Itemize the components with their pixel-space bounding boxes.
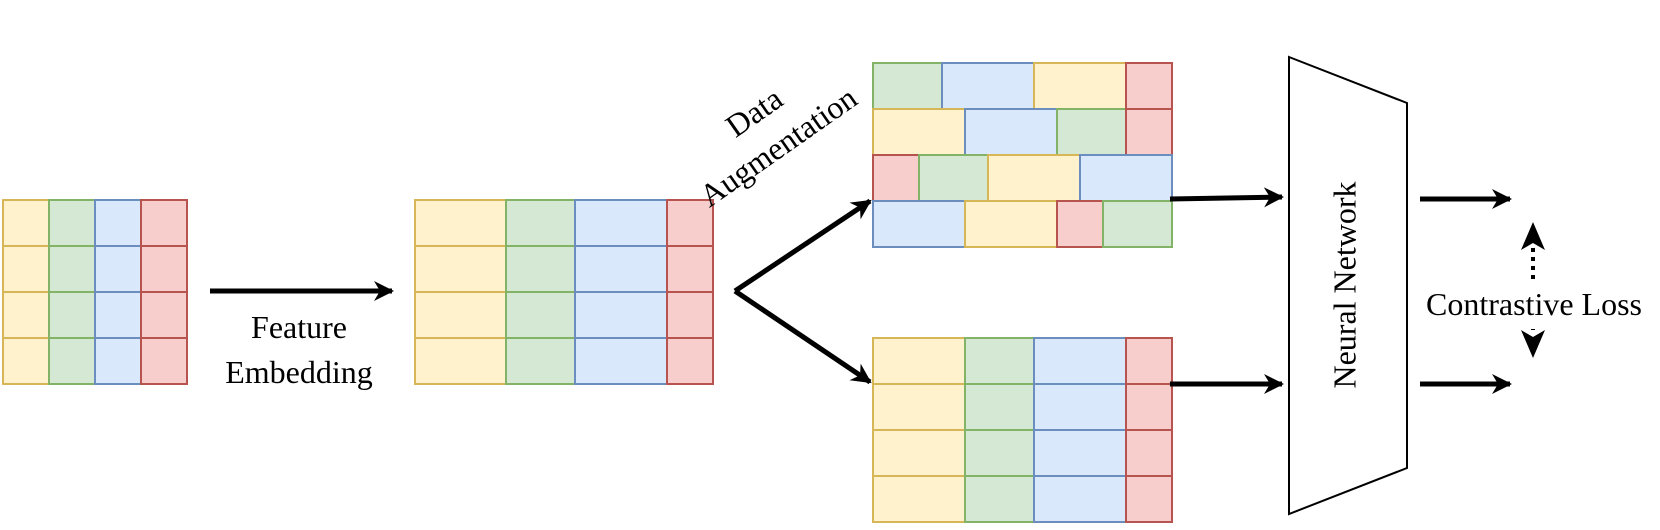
contrastive-arrowhead-up xyxy=(1521,222,1545,250)
embedded-table-cell xyxy=(414,291,507,339)
augmented-table-cell xyxy=(964,200,1058,248)
raw-table-cell xyxy=(48,199,96,247)
raw-table-cell xyxy=(94,291,142,339)
original-view-table-cell xyxy=(1033,429,1127,477)
raw-table-cell xyxy=(2,199,50,247)
original-view-table-cell xyxy=(964,475,1035,523)
raw-table-cell xyxy=(140,291,188,339)
augmented-table-cell xyxy=(987,154,1081,202)
original-view-table-cell xyxy=(872,429,966,477)
raw-table-cell xyxy=(48,291,96,339)
raw-table xyxy=(2,199,188,385)
raw-table-cell xyxy=(48,337,96,385)
augmented-to-network-arrow xyxy=(1169,187,1284,208)
augmented-table-cell xyxy=(872,108,966,156)
embedded-table-cell xyxy=(505,245,576,293)
original-view-table-cell xyxy=(964,337,1035,385)
contrastive-loss-label-bg xyxy=(1410,282,1658,326)
embedded-table xyxy=(414,199,714,385)
embedded-table-cell xyxy=(414,199,507,247)
embedded-table-cell xyxy=(666,337,714,385)
original-view-table-cell xyxy=(1125,337,1173,385)
embedded-table-cell xyxy=(414,337,507,385)
contrastive-arrowhead-down xyxy=(1521,330,1545,358)
augmented-table-cell xyxy=(1056,108,1127,156)
original-view-table-cell xyxy=(872,383,966,431)
embedded-table-cell xyxy=(666,245,714,293)
augmented-table-cell xyxy=(1125,62,1173,110)
original-view-table-cell xyxy=(964,383,1035,431)
embedded-table-cell xyxy=(574,291,668,339)
augmented-table xyxy=(872,62,1173,248)
raw-table-cell xyxy=(2,337,50,385)
raw-table-cell xyxy=(94,245,142,293)
augmented-table-cell xyxy=(872,62,943,110)
contrastive-loss-label: Contrastive Loss xyxy=(1426,286,1642,322)
raw-table-cell xyxy=(140,337,188,385)
raw-table-cell xyxy=(94,199,142,247)
embedded-table-cell xyxy=(666,199,714,247)
embedded-table-cell xyxy=(574,245,668,293)
embedded-table-cell xyxy=(574,199,668,247)
augment-arrow-down xyxy=(733,288,872,385)
raw-table-cell xyxy=(94,337,142,385)
augmented-table-cell xyxy=(1033,62,1127,110)
augmented-table-cell xyxy=(964,108,1058,156)
neural-network-block xyxy=(1288,55,1408,516)
raw-table-cell xyxy=(140,199,188,247)
embedded-table-cell xyxy=(505,337,576,385)
augmented-table-cell xyxy=(1125,108,1173,156)
neural-network-label: Neural Network xyxy=(1326,181,1362,388)
augmented-table-cell xyxy=(1056,200,1104,248)
augmented-table-cell xyxy=(1079,154,1173,202)
original-view-table-cell xyxy=(1125,383,1173,431)
embedded-table-cell xyxy=(505,291,576,339)
embedded-table-cell xyxy=(666,291,714,339)
feature-embedding-label-line2: Embedding xyxy=(225,354,373,390)
original-view-table-cell xyxy=(1033,475,1127,523)
augmented-table-cell xyxy=(941,62,1035,110)
original-view-table-cell xyxy=(964,429,1035,477)
original-view-table xyxy=(872,337,1173,523)
data-augmentation-label: Data Augmentation xyxy=(693,79,864,213)
original-view-table-cell xyxy=(872,337,966,385)
raw-table-cell xyxy=(2,291,50,339)
raw-table-cell xyxy=(140,245,188,293)
augmented-table-cell xyxy=(918,154,989,202)
original-view-table-cell xyxy=(1125,475,1173,523)
feature-embedding-label-line1: Feature xyxy=(251,309,347,345)
original-view-table-cell xyxy=(1033,383,1127,431)
original-view-table-cell xyxy=(1125,429,1173,477)
raw-table-cell xyxy=(48,245,96,293)
augmented-table-cell xyxy=(872,200,966,248)
augmented-table-cell xyxy=(872,154,920,202)
original-view-table-cell xyxy=(872,475,966,523)
embedded-table-cell xyxy=(414,245,507,293)
embedded-table-cell xyxy=(505,199,576,247)
original-view-table-cell xyxy=(1033,337,1127,385)
augmented-table-cell xyxy=(1102,200,1173,248)
embedded-table-cell xyxy=(574,337,668,385)
raw-table-cell xyxy=(2,245,50,293)
augment-arrow-up xyxy=(733,198,872,294)
